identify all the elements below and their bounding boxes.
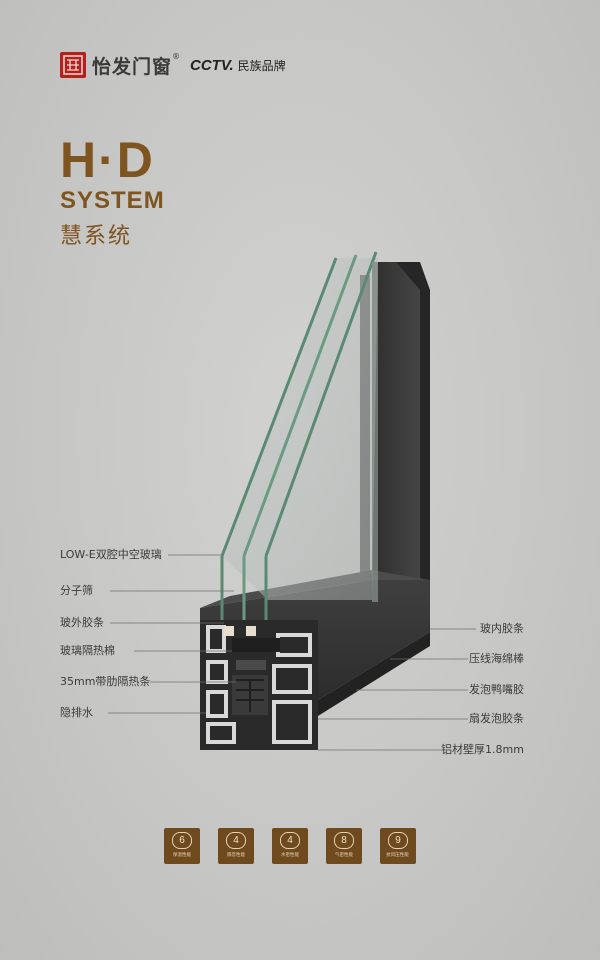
label-wall-thickness: 铝材壁厚1.8mm	[441, 743, 524, 756]
leader-lines-left	[108, 554, 236, 714]
badge-insulation: 6 保温性能	[164, 828, 200, 864]
label-outer-glass-seal: 玻外胶条	[60, 616, 104, 629]
badge-text: 隔音性能	[226, 852, 245, 858]
label-glass-insulation: 玻璃隔热棉	[60, 644, 115, 657]
badge-text: 水密性能	[280, 852, 299, 858]
brand-logo-icon	[60, 52, 86, 78]
cctv-mark: CCTV.	[190, 56, 234, 74]
registered-mark: ®	[172, 52, 181, 61]
label-molecular-sieve: 分子筛	[60, 584, 93, 597]
performance-badges: 6 保温性能 4 隔音性能 4 水密性能 8 气密性能 9 抗风压性能	[0, 828, 600, 868]
badge-sound: 4 隔音性能	[218, 828, 254, 864]
label-foam-duckbill: 发泡鸭嘴胶	[469, 683, 524, 696]
badge-text: 气密性能	[334, 852, 353, 858]
badge-air: 8 气密性能	[326, 828, 362, 864]
label-lowe-glass: LOW-E双腔中空玻璃	[60, 548, 162, 561]
badge-water: 4 水密性能	[272, 828, 308, 864]
hero-subtitle: SYSTEM	[60, 187, 165, 214]
badge-number: 9	[388, 832, 408, 849]
brand-name: 怡发门窗	[92, 55, 173, 78]
badge-number: 4	[226, 832, 246, 849]
label-sash-foam-seal: 扇发泡胶条	[469, 712, 524, 725]
badge-number: 8	[334, 832, 354, 849]
label-thermal-break-strip: 35mm带肋隔热条	[60, 675, 151, 688]
brand-header: 怡发门窗 ® CCTV. 民族品牌	[60, 50, 286, 80]
badge-text: 保温性能	[172, 852, 191, 858]
label-hidden-drainage: 隐排水	[60, 706, 93, 719]
profile-cross-section	[200, 620, 318, 750]
badge-number: 4	[280, 832, 300, 849]
label-sponge-rod: 压线海绵棒	[469, 652, 524, 665]
brand-tagline: 民族品牌	[237, 58, 286, 73]
badge-wind: 9 抗风压性能	[380, 828, 416, 864]
triple-glass-panes	[220, 251, 378, 630]
leader-lines-right	[318, 628, 476, 751]
badge-number: 6	[172, 832, 192, 849]
hero-title: H·D	[60, 132, 155, 188]
badge-text: 抗风压性能	[386, 852, 410, 858]
label-inner-glass-seal: 玻内胶条	[480, 622, 524, 635]
hero-subtitle-cn: 慧系统	[60, 224, 133, 249]
